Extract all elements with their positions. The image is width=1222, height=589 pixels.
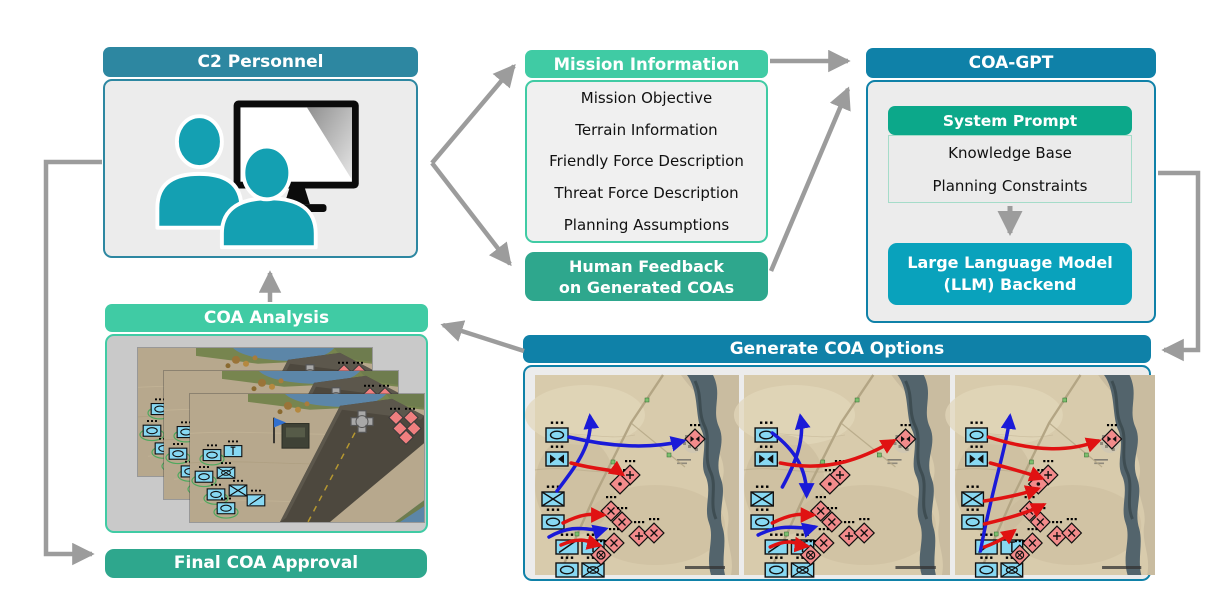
arrow-c2-to-feedback <box>430 161 512 267</box>
coa-analysis-header: COA Analysis <box>105 304 428 332</box>
coa-analysis-title: COA Analysis <box>203 308 330 328</box>
system-prompt-contents: Knowledge Base Planning Constraints <box>888 135 1132 203</box>
human-feedback-line1: Human Feedback <box>568 256 725 276</box>
generate-coa-options-header: Generate COA Options <box>523 335 1151 363</box>
knowledge-base-label: Knowledge Base <box>948 143 1072 162</box>
coa-option-map-3 <box>955 375 1155 575</box>
planning-constraints-label: Planning Constraints <box>932 176 1088 195</box>
human-feedback-line2: on Generated COAs <box>558 277 735 297</box>
final-coa-approval-box: Final COA Approval <box>105 549 427 578</box>
coa-gpt-title: COA-GPT <box>968 53 1054 73</box>
arrow-coagpt-to-generate <box>1158 170 1201 362</box>
arrow-c2-to-final-approval <box>43 159 102 566</box>
system-prompt-header: System Prompt <box>888 106 1132 135</box>
llm-backend-box: Large Language Model (LLM) Backend <box>888 243 1132 305</box>
final-coa-approval-title: Final COA Approval <box>173 553 359 573</box>
mission-information-header: Mission Information <box>525 50 768 78</box>
coa-option-map-2 <box>744 375 950 575</box>
mission-item-friendly: Friendly Force Description <box>549 152 744 171</box>
c2-personnel-header: C2 Personnel <box>103 47 418 77</box>
mission-information-title: Mission Information <box>553 54 740 74</box>
mission-item-terrain: Terrain Information <box>575 120 718 139</box>
arrow-c2-to-mission <box>430 63 516 165</box>
c2-personnel-illustration <box>155 100 359 250</box>
c2-personnel-body <box>103 79 418 258</box>
person-icon-front <box>219 144 318 250</box>
person-icon-back <box>155 114 244 230</box>
mission-item-assumptions: Planning Assumptions <box>563 216 730 235</box>
mission-information-body: Mission Objective Terrain Information Fr… <box>525 80 768 243</box>
generate-coa-options-body <box>523 365 1151 581</box>
human-feedback-box: Human Feedback on Generated COAs <box>525 252 768 301</box>
mission-item-threat: Threat Force Description <box>554 184 739 203</box>
generate-coa-options-title: Generate COA Options <box>729 339 945 359</box>
coa-analysis-screenshot-front <box>189 393 425 523</box>
system-prompt-title: System Prompt <box>942 111 1078 130</box>
llm-backend-line2: (LLM) Backend <box>943 275 1077 294</box>
llm-backend-line1: Large Language Model <box>907 253 1113 272</box>
mission-item-objective: Mission Objective <box>580 88 713 107</box>
coa-analysis-body <box>105 334 428 533</box>
arrow-generate-to-analysis <box>440 320 525 354</box>
coa-gpt-header: COA-GPT <box>866 48 1156 78</box>
arrow-feedback-to-coagpt <box>768 86 851 272</box>
c2-personnel-title: C2 Personnel <box>197 52 324 72</box>
coa-option-map-1 <box>535 375 739 575</box>
